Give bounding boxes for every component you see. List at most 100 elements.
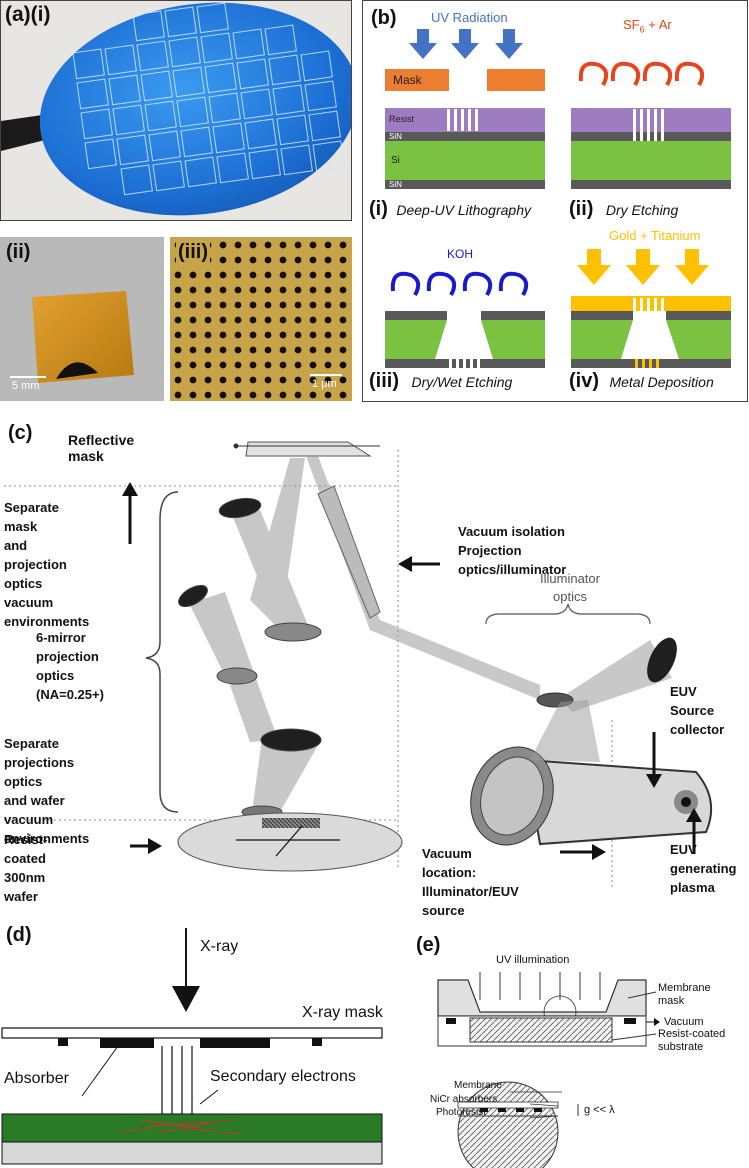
wafer-disc <box>177 812 403 872</box>
resist-layer <box>385 108 545 132</box>
step2-text: Dry Etching <box>605 202 679 218</box>
hole <box>204 346 212 354</box>
hole <box>309 241 317 249</box>
hole <box>309 286 317 294</box>
separate-mask-text: Separate mask and projection optics vacu… <box>4 498 89 631</box>
uv-arrows <box>409 29 523 59</box>
gas-name: SF <box>623 17 640 32</box>
metal-label: Gold + Titanium <box>609 228 701 243</box>
wafer-die <box>120 164 153 196</box>
hole <box>294 241 302 249</box>
wafer-die <box>308 110 341 142</box>
vacuum-isolation-line: Vacuum isolation <box>458 524 565 539</box>
si-label: Si <box>391 155 400 166</box>
membrane-mask-line: mask <box>658 995 685 1007</box>
hole <box>174 391 182 399</box>
separate-wafer-line: environments <box>4 831 90 846</box>
step1-caption: (i) Deep-UV Lithography <box>369 198 531 221</box>
euv-plasma-line: generating <box>670 861 737 876</box>
xray-diagram <box>1 928 383 1165</box>
hole <box>264 271 272 279</box>
mask-right <box>487 69 545 91</box>
vacuum-label: Vacuum <box>664 1016 704 1028</box>
hole <box>264 391 272 399</box>
panel-e-label: (e) <box>416 934 441 956</box>
hole <box>339 376 347 384</box>
vacuum-isolation-line: optics/illuminator <box>458 562 567 577</box>
hole <box>189 346 197 354</box>
hole <box>189 286 197 294</box>
mask-left <box>385 69 449 91</box>
step4-caption: (iv) Metal Deposition <box>569 370 714 393</box>
reflective-mask-plate <box>245 441 372 457</box>
wafer-die <box>80 108 113 140</box>
reflective-mask-label: Reflective mask <box>68 432 135 464</box>
hole <box>264 346 272 354</box>
absorber-label: Absorber <box>4 1070 69 1087</box>
hole <box>204 391 212 399</box>
resist-label: Resist <box>389 114 415 124</box>
wafer-line: 300nm wafer <box>4 870 46 904</box>
hole <box>249 391 257 399</box>
wafer-die <box>236 58 269 90</box>
panel-b-label: (b) <box>371 7 397 29</box>
step3-number: (iii) <box>369 370 399 392</box>
wafer-photo <box>1 1 351 220</box>
hole <box>249 331 257 339</box>
hole <box>174 331 182 339</box>
wafer-die <box>280 144 313 176</box>
hole <box>249 271 257 279</box>
wafer-die <box>144 100 177 132</box>
hole <box>174 271 182 279</box>
wafer-die <box>184 156 217 188</box>
process-diagram <box>385 29 731 368</box>
hole <box>264 301 272 309</box>
hole <box>174 286 182 294</box>
gas-subscript: 6 <box>639 24 645 35</box>
hole <box>324 316 332 324</box>
hole <box>294 316 302 324</box>
photoresist-label: Photoresist <box>436 1107 487 1118</box>
hole <box>309 316 317 324</box>
hole <box>294 286 302 294</box>
hole <box>234 256 242 264</box>
panel-a-iii: (iii) 1 μm <box>170 237 352 401</box>
hole <box>234 331 242 339</box>
hole <box>264 256 272 264</box>
hole <box>204 271 212 279</box>
wafer-die <box>116 134 149 166</box>
hole <box>234 361 242 369</box>
hole <box>339 391 347 399</box>
hole <box>219 256 227 264</box>
hole <box>219 346 227 354</box>
wafer-die <box>152 160 185 192</box>
hole <box>219 316 227 324</box>
step2-caption: (ii) Dry Etching <box>569 198 678 221</box>
gas-label: SF6 + Ar <box>623 17 672 35</box>
hole <box>324 241 332 249</box>
hole <box>339 346 347 354</box>
substrate-line: substrate <box>658 1041 704 1053</box>
hole <box>174 301 182 309</box>
panel-d-label: (d) <box>6 924 32 946</box>
wafer-die <box>136 40 169 72</box>
hole <box>249 241 257 249</box>
illuminator-text: Illuminator optics <box>540 570 600 606</box>
wafer-die <box>72 48 105 80</box>
hole <box>309 346 317 354</box>
scale-bar-iii: 1 μm <box>312 378 337 390</box>
hole <box>279 286 287 294</box>
hole <box>279 301 287 309</box>
step4-text: Metal Deposition <box>609 374 714 390</box>
vacuum-isolation-line: Projection <box>458 543 522 558</box>
hole <box>234 316 242 324</box>
euv-source-line: EUV <box>670 684 697 699</box>
hole <box>219 271 227 279</box>
wafer-die <box>180 126 213 158</box>
hole <box>324 376 332 384</box>
hole <box>294 361 302 369</box>
hole <box>219 241 227 249</box>
hole <box>234 301 242 309</box>
illuminator-line: optics <box>553 589 587 604</box>
vacuum-isolation-text: Vacuum isolation Projection optics/illum… <box>458 522 566 579</box>
